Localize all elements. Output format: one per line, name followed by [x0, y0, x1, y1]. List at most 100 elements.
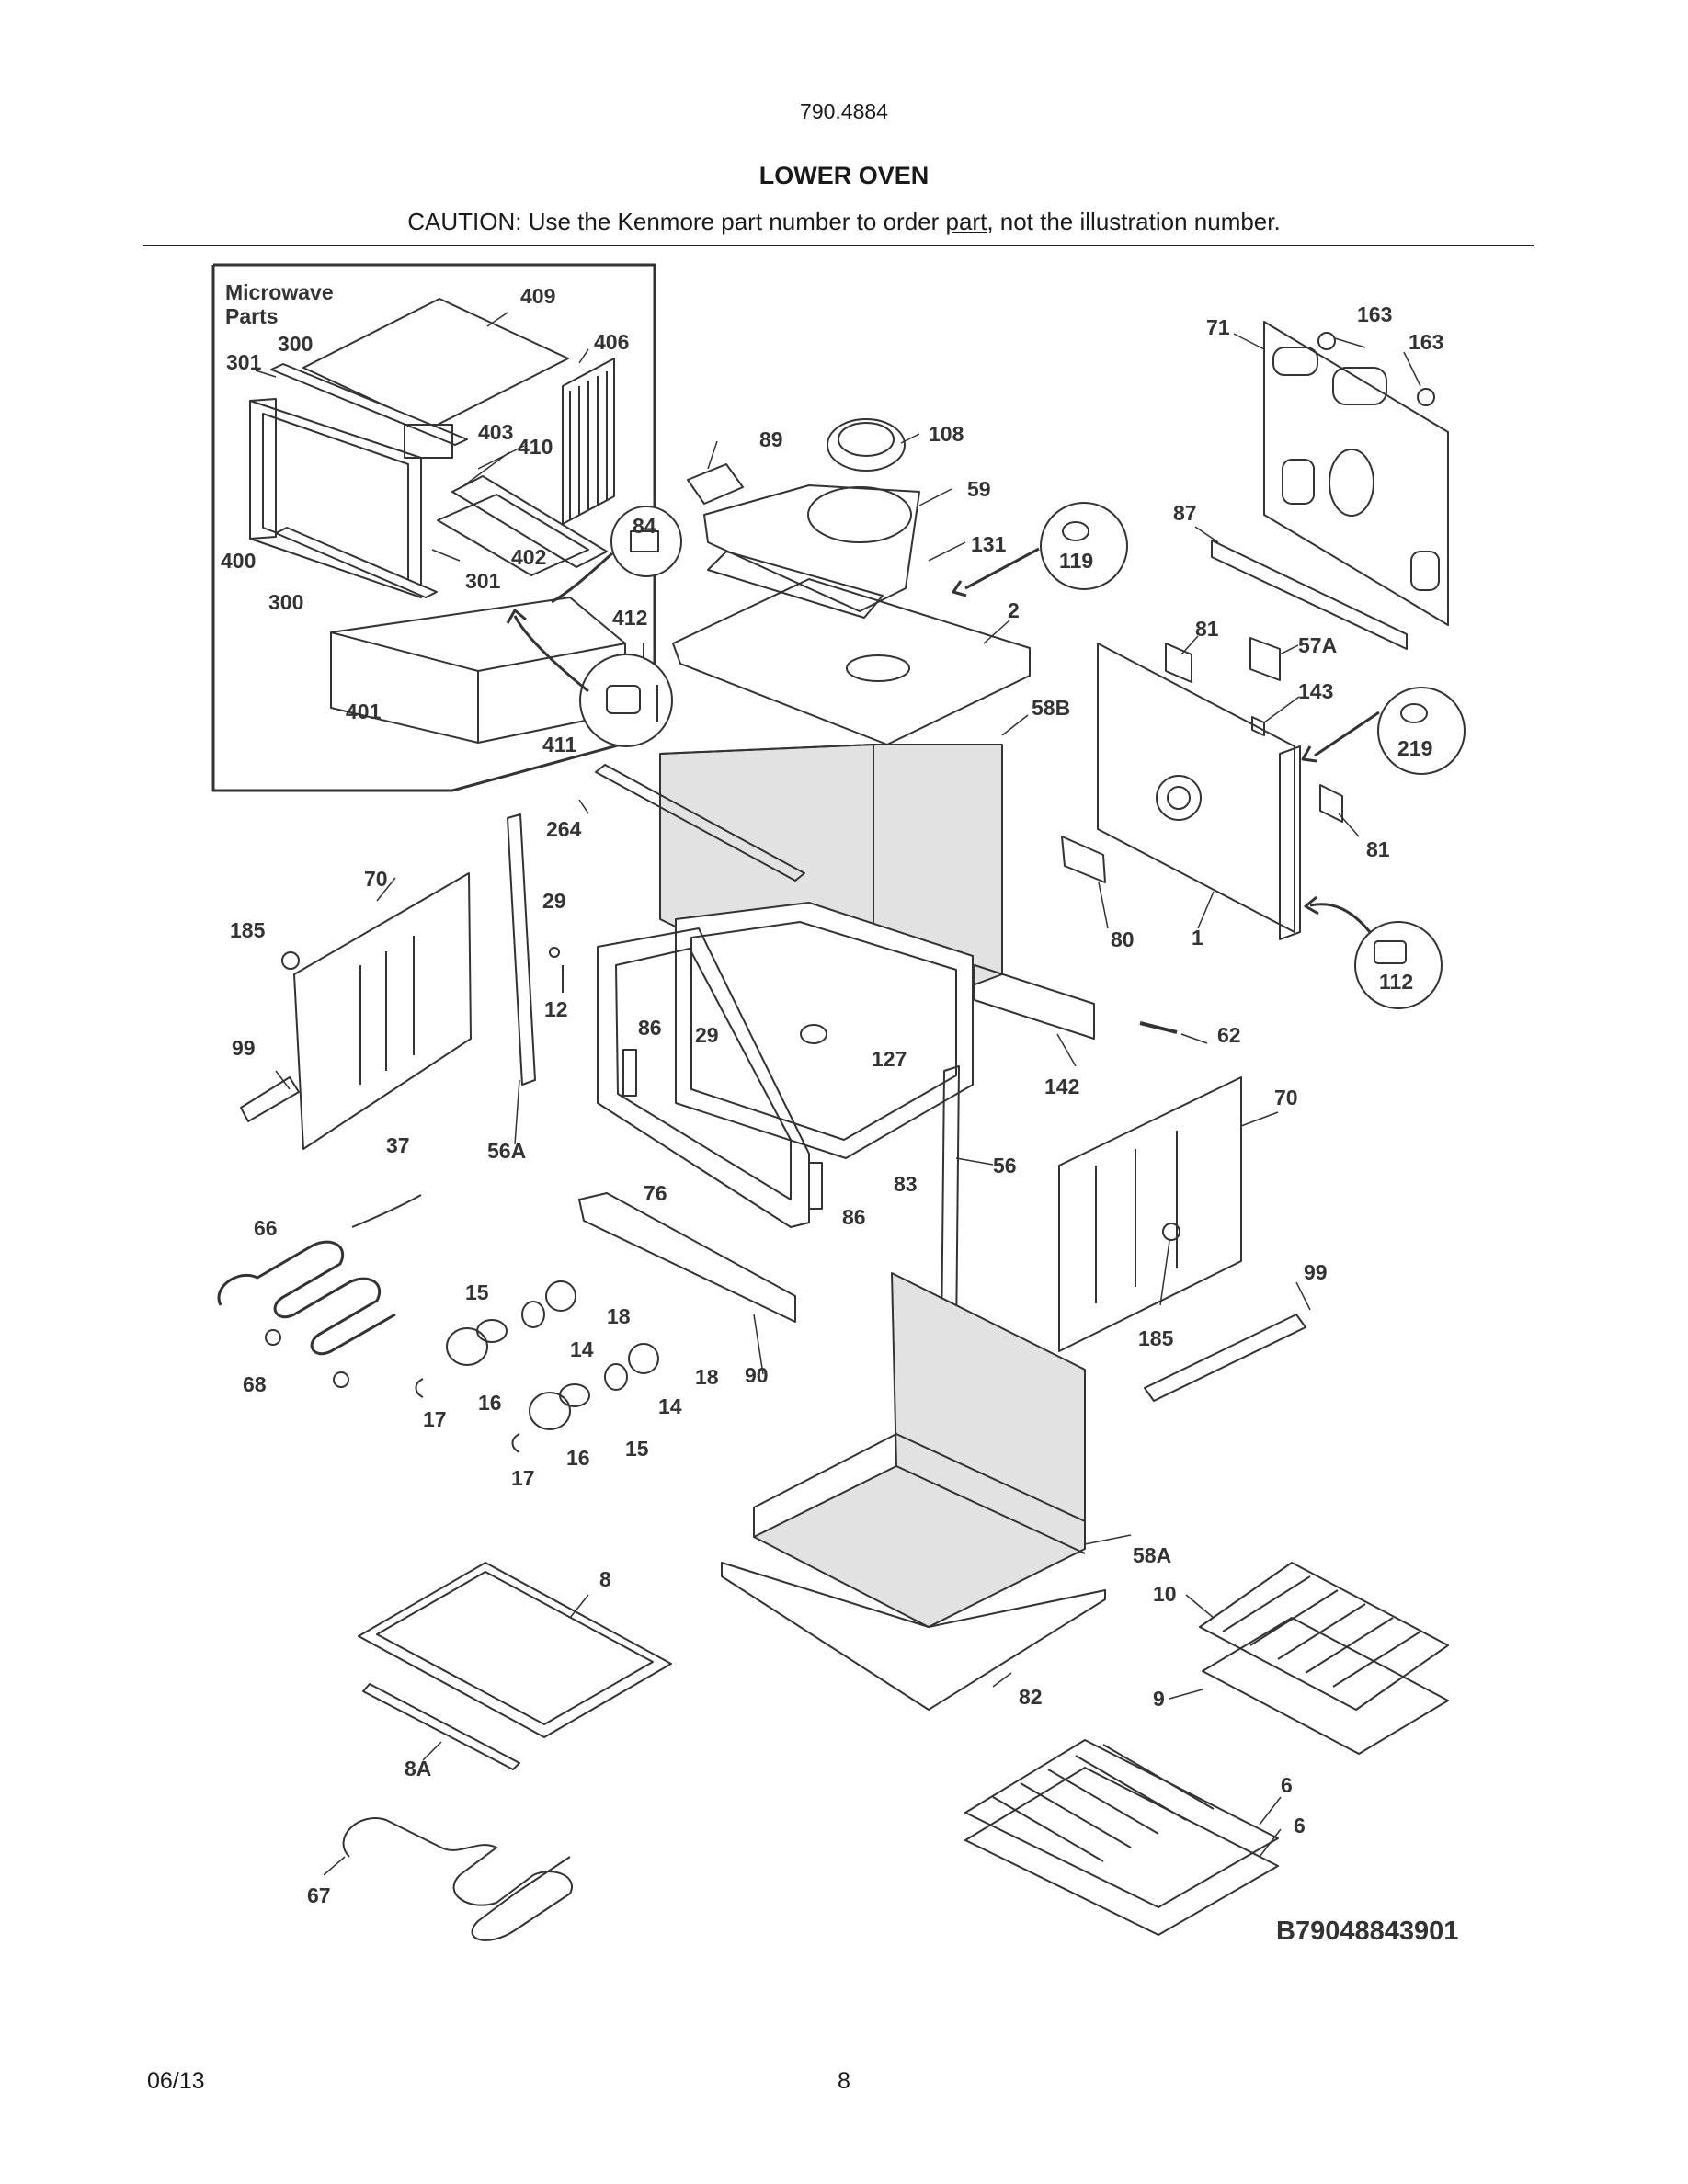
- part-410: [451, 475, 608, 568]
- part-127: [800, 1024, 827, 1044]
- label-80: 80: [1111, 927, 1135, 951]
- part-14-a: [521, 1301, 545, 1328]
- label-66: 66: [254, 1216, 278, 1240]
- part-406-grille: [562, 358, 615, 525]
- arrow-119: [964, 547, 1040, 590]
- label-300-top: 300: [278, 332, 313, 356]
- label-29-b: 29: [695, 1023, 719, 1047]
- label-81-top: 81: [1195, 617, 1219, 641]
- label-185-left: 185: [230, 918, 266, 942]
- callout-219: [1377, 687, 1466, 775]
- label-127: 127: [872, 1047, 907, 1071]
- label-99-left: 99: [232, 1036, 256, 1060]
- part-163-b: [1417, 388, 1435, 406]
- part-29-a: [549, 947, 560, 958]
- part-403: [404, 424, 453, 459]
- label-15-b: 15: [625, 1437, 649, 1461]
- part-16-b: [529, 1392, 571, 1430]
- part-17-a: [415, 1378, 424, 1398]
- label-131: 131: [971, 532, 1007, 556]
- header-rule: [143, 245, 1534, 246]
- label-57A: 57A: [1298, 633, 1337, 657]
- part-17-b: [511, 1433, 520, 1453]
- part-58A-wall: [753, 1272, 1086, 1628]
- label-29-a: 29: [542, 889, 566, 913]
- caution-text-end: , not the illustration number.: [987, 208, 1281, 235]
- part-264: [595, 764, 805, 882]
- label-56: 56: [993, 1154, 1017, 1177]
- label-71: 71: [1206, 315, 1230, 339]
- page-title: LOWER OVEN: [758, 162, 930, 189]
- part-108: [827, 418, 906, 472]
- part-15-b: [559, 1383, 590, 1407]
- part-89: [687, 463, 744, 505]
- inset-title-line2: Parts: [225, 304, 279, 328]
- callout-112: [1354, 921, 1443, 1009]
- label-16-b: 16: [566, 1446, 590, 1470]
- label-8: 8: [599, 1567, 611, 1591]
- label-81-bottom: 81: [1366, 837, 1390, 861]
- diagram-code: B79048843901: [1276, 1917, 1458, 1946]
- label-17-b: 17: [511, 1466, 535, 1490]
- part-300-top: [270, 363, 468, 446]
- part-8-door: [358, 1562, 672, 1738]
- label-16-a: 16: [478, 1391, 502, 1415]
- part-66-element: [217, 1240, 396, 1356]
- label-410: 410: [518, 435, 553, 459]
- part-185-right: [1162, 1223, 1180, 1241]
- label-411: 411: [542, 733, 576, 756]
- label-87: 87: [1173, 501, 1197, 525]
- label-84: 84: [633, 514, 656, 538]
- part-9-pan: [1202, 1617, 1449, 1755]
- part-2-top: [672, 578, 1031, 745]
- part-142: [974, 964, 1095, 1040]
- part-68-a: [265, 1329, 281, 1346]
- part-81-a: [1165, 643, 1192, 683]
- footer-date: 06/13: [147, 2068, 205, 2094]
- part-labels: 409 406 300 301 403 410 400 402 301 300 …: [221, 284, 1443, 1907]
- part-67-element: [342, 1817, 573, 1941]
- label-83: 83: [894, 1172, 918, 1196]
- part-99-right: [1144, 1314, 1306, 1402]
- label-67: 67: [307, 1883, 331, 1907]
- arrow-411: [513, 615, 589, 693]
- label-82: 82: [1019, 1685, 1043, 1709]
- label-2: 2: [1008, 598, 1020, 622]
- part-163-a: [1317, 332, 1336, 350]
- part-70-left: [293, 872, 472, 1150]
- label-14-a: 14: [570, 1337, 594, 1361]
- label-163-b: 163: [1409, 330, 1443, 354]
- part-87: [1211, 540, 1408, 650]
- label-9: 9: [1153, 1687, 1165, 1711]
- label-119: 119: [1059, 549, 1093, 573]
- label-264: 264: [546, 817, 582, 841]
- label-56A: 56A: [487, 1139, 526, 1163]
- arrow-112: [1309, 903, 1372, 933]
- part-409-panel: [302, 298, 569, 428]
- label-59: 59: [967, 477, 991, 501]
- part-1-side: [1097, 643, 1295, 933]
- label-142: 142: [1044, 1075, 1079, 1098]
- part-18-a: [545, 1280, 576, 1312]
- label-1: 1: [1192, 926, 1203, 950]
- label-99-right: 99: [1304, 1260, 1328, 1284]
- label-143: 143: [1298, 679, 1333, 703]
- label-14-b: 14: [658, 1394, 682, 1418]
- label-12: 12: [544, 997, 568, 1021]
- label-86-b: 86: [842, 1205, 866, 1229]
- part-15-a: [476, 1319, 508, 1343]
- label-18-b: 18: [695, 1365, 719, 1389]
- label-68: 68: [243, 1372, 267, 1396]
- part-406-slots: [569, 371, 608, 519]
- label-8A: 8A: [405, 1757, 431, 1780]
- part-37: [351, 1194, 422, 1228]
- caution-text: CAUTION: Use the Kenmore part number to …: [407, 208, 946, 235]
- label-185-right: 185: [1138, 1326, 1174, 1350]
- part-10-grid: [1199, 1562, 1449, 1711]
- part-80: [1061, 836, 1106, 883]
- part-70-right: [1058, 1076, 1242, 1352]
- caution-note: CAUTION: Use the Kenmore part number to …: [0, 208, 1688, 236]
- label-219: 219: [1397, 736, 1432, 760]
- model-number: 790.4884: [800, 99, 888, 123]
- label-70-left: 70: [364, 867, 388, 891]
